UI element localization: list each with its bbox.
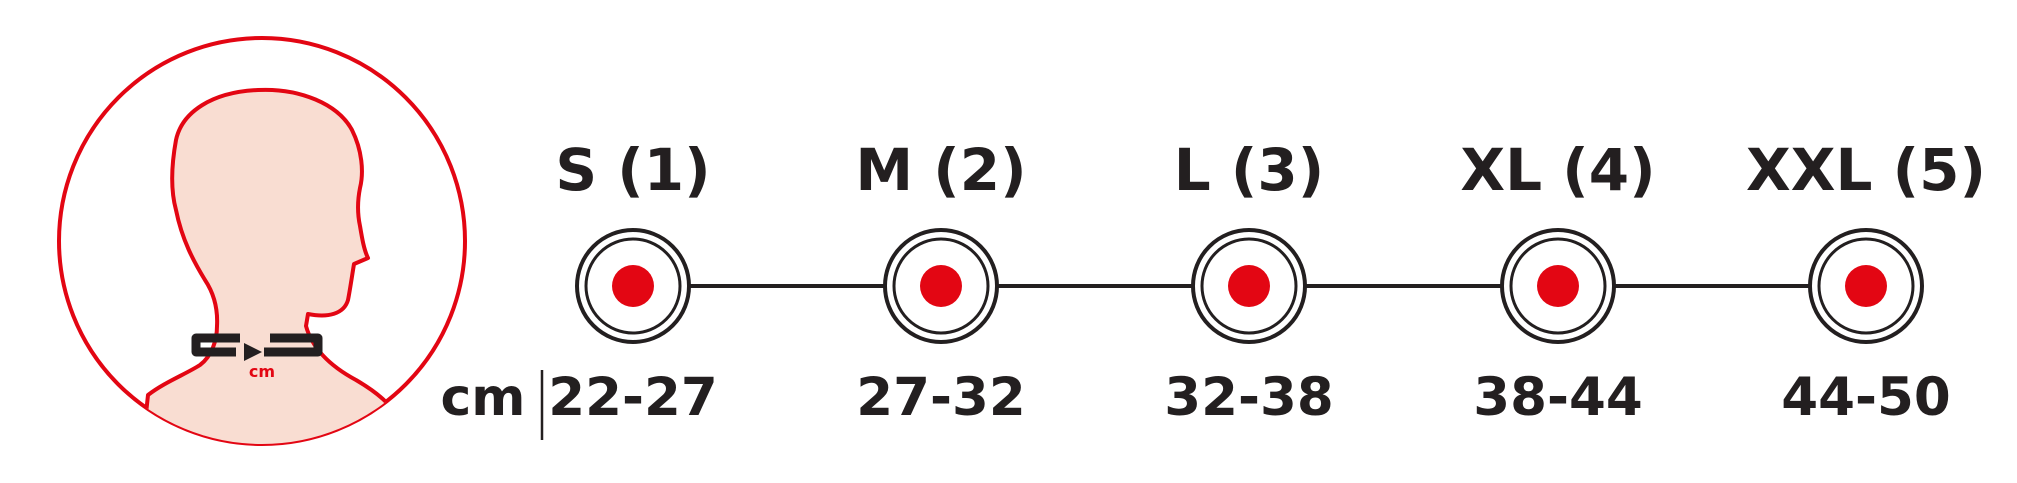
size-marker-l: L (3) 32-38 — [1164, 136, 1334, 428]
size-marker-xxl: XXL (5) 44-50 — [1746, 136, 1986, 428]
size-label: L (3) — [1174, 136, 1325, 204]
marker-ring-inner — [892, 237, 990, 335]
marker-ring-inner — [1200, 237, 1298, 335]
size-range: 32-38 — [1164, 367, 1334, 428]
marker-ring-inner — [1509, 237, 1607, 335]
size-label: S (1) — [555, 136, 710, 204]
size-range: 38-44 — [1473, 367, 1643, 428]
size-marker-s: S (1) 22-27 — [548, 136, 718, 428]
head-silhouette — [138, 87, 388, 444]
marker-dot — [1845, 265, 1887, 307]
marker-dot — [612, 265, 654, 307]
size-marker-m: M (2) 27-32 — [855, 136, 1026, 428]
marker-dot — [1228, 265, 1270, 307]
marker-dot — [1537, 265, 1579, 307]
marker-dot — [920, 265, 962, 307]
size-label: M (2) — [855, 136, 1026, 204]
marker-ring-inner — [1817, 237, 1915, 335]
unit-label: cm — [440, 368, 525, 428]
tape-icon — [191, 333, 323, 361]
size-label: XL (4) — [1460, 136, 1655, 204]
size-range: 27-32 — [856, 367, 1026, 428]
size-marker-xl: XL (4) 38-44 — [1460, 136, 1655, 428]
neck-measurement-icon: cm — [57, 36, 467, 446]
neck-unit-label: cm — [249, 362, 275, 381]
marker-ring-inner — [584, 237, 682, 335]
size-label: XXL (5) — [1746, 136, 1986, 204]
size-range: 22-27 — [548, 367, 718, 428]
arrow-right-icon — [244, 343, 262, 361]
size-range: 44-50 — [1781, 367, 1951, 428]
